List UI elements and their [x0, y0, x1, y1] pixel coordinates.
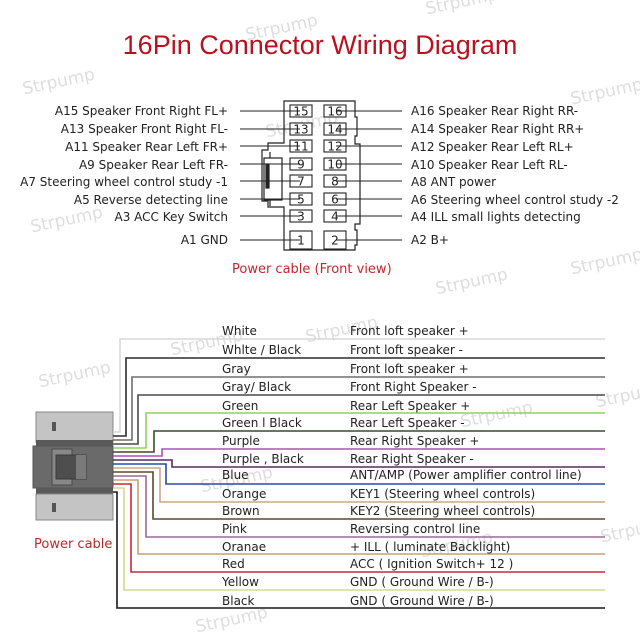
- wire-oranae: [113, 479, 605, 555]
- pin-number-11: 11: [293, 140, 308, 154]
- wire-function-label: Front loft speaker +: [350, 362, 469, 376]
- wire-function-label: Rear Left Speaker +: [350, 399, 471, 413]
- pin-number-13: 13: [293, 123, 308, 137]
- wire-black: [113, 491, 605, 609]
- pin-number-6: 6: [331, 193, 339, 207]
- pin-number-16: 16: [327, 105, 342, 119]
- wire-purple-black: [113, 459, 605, 468]
- pin-number-9: 9: [297, 158, 305, 172]
- wire-color-label: Blue: [222, 468, 249, 482]
- power-cable-label: Power cable: [34, 537, 113, 552]
- pin-number-10: 10: [327, 158, 342, 172]
- pin-number-2: 2: [331, 234, 339, 248]
- wire-color-label: Gray: [222, 362, 251, 376]
- pin-label-left: A11 Speaker Rear Left FR+: [65, 140, 228, 154]
- connector-caption: Power cable (Front view): [232, 262, 392, 277]
- diagram-title: 16Pin Connector Wiring Diagram: [122, 30, 518, 60]
- wire-green: [113, 412, 605, 449]
- wire-color-label: Black: [222, 594, 255, 608]
- pin-label-right: A16 Speaker Rear Right RR-: [411, 104, 579, 118]
- plug-bottom-block: [35, 493, 114, 521]
- wire-red: [113, 483, 605, 573]
- wire-function-label: GND ( Ground Wire / B-): [350, 594, 494, 608]
- pin-label-right: A10 Speaker Rear Left RL-: [411, 158, 568, 172]
- wire-whlte-black: [113, 357, 605, 437]
- pin-label-left: A9 Speaker Rear Left FR-: [78, 158, 228, 172]
- wire-function-label: Rear Right Speaker +: [350, 434, 480, 448]
- plug-top-notch: [52, 422, 56, 431]
- wire-function-label: Reversing control line: [350, 522, 481, 536]
- wire-function-label: ACC ( Ignition Switch+ 12 ): [350, 557, 514, 571]
- wire-function-label: Front loft speaker -: [350, 343, 463, 357]
- wire-blue: [113, 463, 605, 485]
- wire-gray: [113, 376, 605, 441]
- wire-function-label: + ILL ( luminate Backlight): [350, 540, 511, 554]
- pin-label-right: A12 Speaker Rear Left RL+: [411, 140, 574, 154]
- wire-white: [113, 338, 605, 433]
- pin-label-left: A13 Speaker Front Right FL-: [60, 122, 228, 136]
- wire-function-label: Front Right Speaker -: [350, 380, 477, 394]
- pin-number-8: 8: [331, 175, 339, 189]
- wire-function-label: ANT/AMP (Power amplifier control line): [350, 468, 582, 482]
- wire-function-label: Front loft speaker +: [350, 324, 469, 338]
- pin-number-1: 1: [297, 234, 305, 248]
- pin-label-right: A8 ANT power: [411, 175, 497, 189]
- plug-top-block: [35, 411, 114, 443]
- pin-number-12: 12: [327, 140, 342, 154]
- wire-color-label: Red: [222, 557, 245, 571]
- wire-pink: [113, 475, 605, 538]
- wire-color-label: Purple: [222, 434, 260, 448]
- wire-function-label: KEY2 (Steering wheel controls): [350, 504, 536, 518]
- pin-number-7: 7: [297, 175, 305, 189]
- connector-latch: [263, 157, 283, 201]
- pin-label-right: A14 Speaker Rear Right RR+: [411, 122, 585, 136]
- wire-color-label: Purple , Black: [222, 452, 304, 466]
- wire-function-label: Rear Right Speaker -: [350, 452, 474, 466]
- wire-color-label: Brown: [222, 504, 260, 518]
- plug-bottom-notch: [52, 503, 56, 512]
- harness-plug: [32, 411, 114, 521]
- pin-number-5: 5: [297, 193, 305, 207]
- wire-color-label: Green: [222, 399, 259, 413]
- wire-color-label: Gray/ Black: [222, 380, 292, 394]
- wire-green-l-black: [113, 430, 605, 453]
- wire-color-label: Oranae: [222, 540, 267, 554]
- pin-number-3: 3: [297, 210, 305, 224]
- pin-number-14: 14: [327, 123, 342, 137]
- wire-color-label: Yellow: [222, 575, 259, 589]
- wire-function-label: GND ( Ground Wire / B-): [350, 575, 494, 589]
- wire-color-label: Orange: [222, 487, 267, 501]
- wire-yellow: [113, 487, 605, 591]
- wire-function-label: KEY1 (Steering wheel controls): [350, 487, 536, 501]
- pin-number-15: 15: [293, 105, 308, 119]
- connector-outline: [261, 100, 361, 251]
- pin-label-left: A15 Speaker Front Right FL+: [54, 104, 228, 118]
- wire-color-label: Green l Black: [222, 416, 302, 430]
- pin-label-left: A1 GND: [180, 233, 228, 247]
- pin-number-4: 4: [331, 210, 339, 224]
- wire-purple: [113, 448, 605, 457]
- wire-gray-black: [113, 394, 605, 445]
- wire-function-label: Rear Left Speaker -: [350, 416, 465, 430]
- pin-label-left: A3 ACC Key Switch: [114, 210, 228, 224]
- wire-brown: [113, 471, 605, 520]
- pin-label-left: A7 Steering wheel control study -1: [20, 175, 228, 189]
- pin-label-right: A4 ILL small lights detecting: [411, 210, 581, 224]
- wire-color-label: White: [222, 324, 257, 338]
- pin-label-left: A5 Reverse detecting line: [73, 193, 228, 207]
- wire-color-label: Pink: [222, 522, 247, 536]
- pin-label-right: A2 B+: [411, 233, 449, 247]
- pin-label-right: A6 Steering wheel control study -2: [411, 193, 619, 207]
- wire-color-label: Whlte / Black: [222, 343, 302, 357]
- wire-orange: [113, 467, 605, 503]
